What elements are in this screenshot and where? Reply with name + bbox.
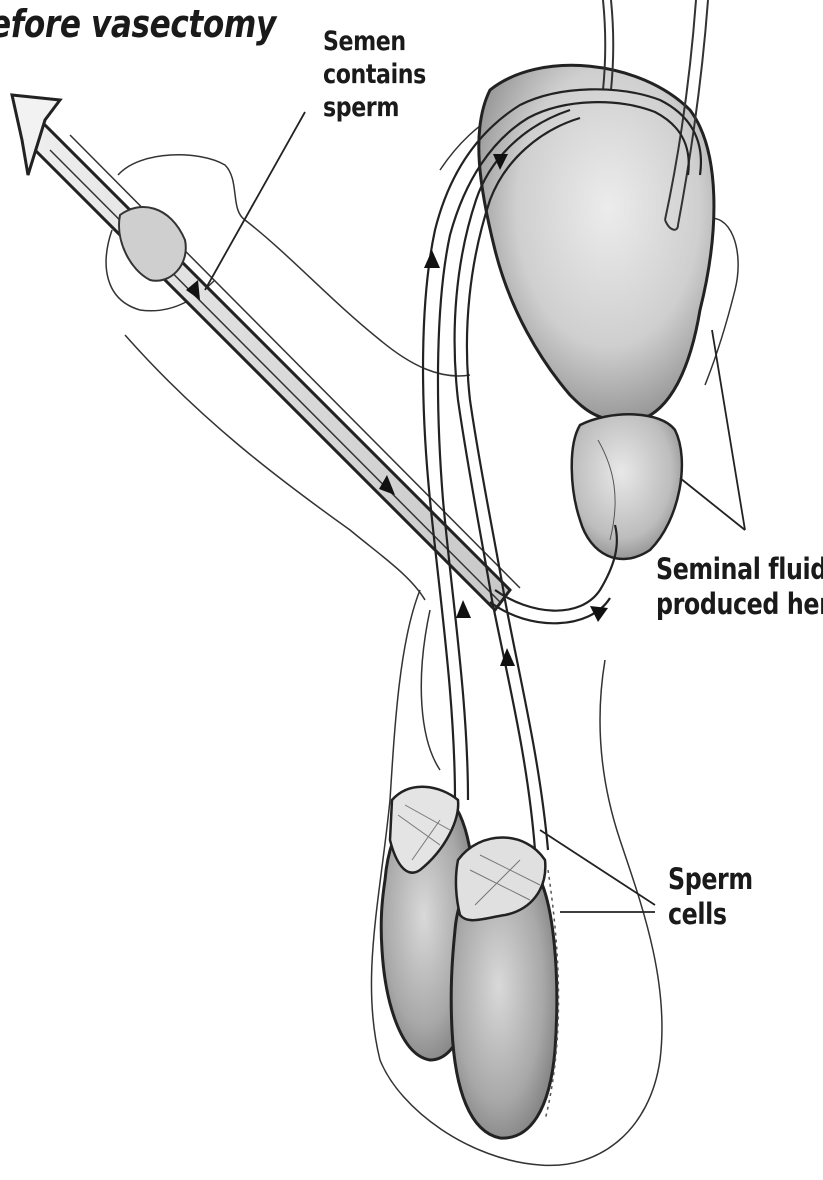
seminal-label-line-1: Seminal fluid: [656, 552, 823, 587]
sperm-label-line-1: Sperm: [668, 862, 753, 897]
bladder: [479, 65, 714, 421]
seminal-label-line-2: produced here: [656, 587, 823, 622]
semen-label-line-2: contains: [323, 59, 426, 92]
right-testis: [451, 838, 558, 1139]
semen-label-line-1: Semen: [323, 26, 426, 59]
semen-label-line-3: sperm: [323, 92, 426, 125]
semen-contains-sperm-label: Semen contains sperm: [323, 26, 426, 125]
sperm-label-line-2: cells: [668, 897, 753, 932]
prostate-gland: [572, 414, 682, 559]
seminal-callout-line-2: [712, 330, 745, 530]
seminal-fluid-label: Seminal fluid produced here: [656, 552, 823, 622]
sperm-cells-label: Sperm cells: [668, 862, 753, 932]
seminal-callout-line-1: [680, 478, 745, 530]
semen-callout-line: [205, 112, 305, 290]
sperm-callout-line-1: [540, 830, 655, 905]
diagram-title: efore vasectomy: [0, 2, 276, 47]
